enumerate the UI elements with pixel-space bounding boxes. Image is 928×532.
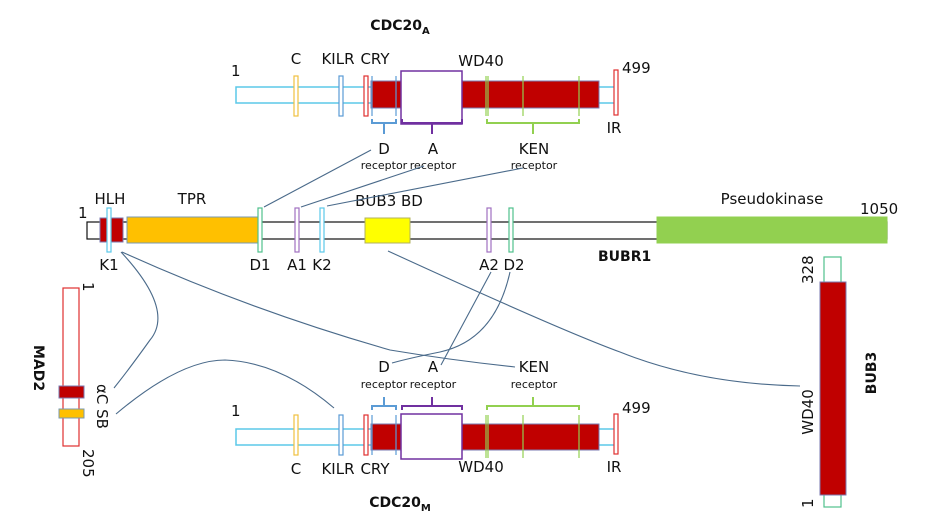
cdc20-m-c-label: C (291, 460, 301, 478)
interaction-connectors (113, 149, 801, 415)
cdc20-a-start: 1 (231, 62, 241, 80)
bubr1-d1-motif (257, 207, 263, 253)
cdc20-a-ir-motif (613, 69, 619, 116)
cdc20-m-ken-receptor-sub: receptor (511, 378, 558, 391)
cdc20-a-cry-label: CRY (360, 50, 390, 68)
cdc20-m: 1 499 D receptor A receptor KEN receptor… (231, 358, 651, 514)
bubr1-pseudokinase-label: Pseudokinase (721, 190, 824, 208)
bubr1-d2-motif (508, 207, 514, 253)
cdc20-m-end: 499 (622, 399, 651, 417)
cdc20-a-ken-receptor-bracket (486, 119, 580, 134)
cdc20-a-wd40-label: WD40 (458, 52, 503, 70)
cdc20-m-title: CDC20M (369, 495, 431, 514)
cdc20-m-d-receptor-bracket (371, 397, 397, 410)
cdc20-a-kilr-label: KILR (321, 50, 354, 68)
mad2-safety-belt-region (58, 408, 85, 419)
cdc20-m-d-receptor-sub: receptor (361, 378, 408, 391)
cdc20-m-a-receptor-label: A (428, 358, 439, 376)
cdc20-a-title: CDC20A (370, 18, 430, 37)
cdc20-m-cry-label: CRY (360, 460, 390, 478)
cdc20-a-a-receptor-label: A (428, 140, 439, 158)
connector-d-receptor-a-to-d1 (263, 149, 372, 208)
connector-a-receptor-a-to-a1 (300, 165, 425, 208)
mad2: 1 205 αC SB MAD2 (30, 282, 111, 478)
bubr1-tpr-domain (126, 216, 259, 244)
connector-ken-receptor-a-to-k2 (326, 167, 524, 207)
cdc20-a-ir-label: IR (607, 119, 622, 137)
connector-k1-to-mad2 (113, 251, 159, 389)
cdc20-m-d-receptor-label: D (378, 358, 390, 376)
cdc20-m-c-motif (293, 414, 299, 456)
bubr1-tpr-label: TPR (177, 190, 207, 208)
cdc20-a-ken-receptor-sub: receptor (511, 159, 558, 172)
cdc20-a-c-motif (293, 75, 299, 117)
cdc20-a-d-receptor-bracket (371, 119, 397, 134)
cdc20-m-start: 1 (231, 402, 241, 420)
cdc20-m-ir-motif (613, 413, 619, 455)
bub3-title: BUB3 (864, 352, 880, 394)
bubr1-k2-motif (319, 207, 325, 253)
cdc20-m-kilr-label: KILR (321, 460, 354, 478)
bubr1-k1-label: K1 (99, 256, 118, 274)
cdc20-m-kilr-motif (338, 414, 344, 456)
bubr1-d2-label: D2 (503, 256, 524, 274)
bubr1-bub3bd-domain (364, 217, 411, 244)
connector-mad2-to-kilr-m (115, 359, 335, 415)
bubr1-d1-label: D1 (249, 256, 270, 274)
mad2-alpha-c-region (58, 385, 85, 399)
cdc20-a-a-receptor-bracket (401, 119, 463, 134)
cdc20-m-wd40-label: WD40 (458, 458, 503, 476)
mad2-region-label: αC SB (93, 384, 111, 429)
connector-bub3bd-to-bub3 (387, 250, 801, 387)
cdc20-m-ken-receptor-bracket (486, 397, 580, 410)
cdc20-a-ken-receptor-label: KEN (519, 140, 550, 158)
cdc20-a-c-label: C (291, 50, 301, 68)
cdc20-m-cry-motif (363, 414, 369, 456)
mad2-end: 205 (79, 449, 97, 478)
mad2-start: 1 (79, 282, 97, 292)
cdc20-m-ken-receptor-label: KEN (519, 358, 550, 376)
cdc20-m-a-receptor-sub: receptor (410, 378, 457, 391)
bub3-wd40-domain (819, 281, 847, 496)
bubr1-k2-label: K2 (312, 256, 331, 274)
cdc20-a: CDC20A 1 499 C KILR CRY WD40 IR D recept… (231, 18, 651, 172)
bubr1-end: 1050 (860, 200, 898, 218)
mad2-title: MAD2 (30, 345, 46, 391)
bubr1-a2-label: A2 (479, 256, 499, 274)
connector-k1-to-ken-receptor-m (121, 251, 516, 368)
bubr1-start: 1 (78, 204, 88, 222)
cdc20-m-a-receptor-box (400, 413, 463, 460)
cdc20-a-a-receptor-box (400, 70, 463, 125)
bubr1-k1-motif (106, 207, 112, 253)
cdc20-a-d-receptor-sub: receptor (361, 159, 408, 172)
cdc20-a-kilr-motif (338, 75, 344, 117)
bubr1-hlh-label: HLH (95, 190, 126, 208)
cdc20-m-a-receptor-bracket (401, 397, 463, 410)
bubr1-a1-motif (294, 207, 300, 253)
cdc20-a-cry-motif (363, 75, 369, 117)
cdc20-a-end: 499 (622, 59, 651, 77)
bubr1-a1-label: A1 (287, 256, 307, 274)
bubr1-title: BUBR1 (598, 249, 651, 265)
cdc20-a-d-receptor-label: D (378, 140, 390, 158)
bubr1-bub3bd-label: BUB3 BD (355, 192, 423, 210)
bub3-start: 1 (799, 498, 817, 508)
connector-d2-to-d-receptor-m (391, 271, 511, 364)
bub3-wd40-label: WD40 (799, 389, 817, 434)
bub3: 328 1 WD40 BUB3 (799, 255, 880, 508)
cdc20-a-a-receptor-sub: receptor (410, 159, 457, 172)
cdc20-m-ir-label: IR (607, 458, 622, 476)
bubr1-a2-motif (486, 207, 492, 253)
mad2-backbone (62, 287, 80, 447)
bub3-end: 328 (799, 255, 817, 284)
bubr1: 1 1050 HLH TPR BUB3 BD Pseudokinase K1 D… (78, 190, 898, 274)
bubr1-pseudokinase-domain (656, 216, 888, 244)
